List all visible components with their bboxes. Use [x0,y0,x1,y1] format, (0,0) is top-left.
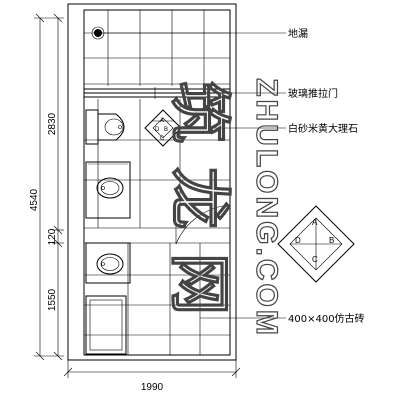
walls [67,3,237,361]
upper-tile-grid [84,10,230,86]
tile-pattern-letter-c: C [312,255,318,264]
dimension-line-bottom [63,360,241,378]
leader-lines [98,32,286,319]
upper-vanity-sink [85,161,131,219]
door-swing [175,204,231,245]
dimension-lower-height: 1550 [47,288,58,311]
small-pattern-letter-b: B [164,127,168,133]
dimension-lines-left [34,13,64,361]
small-pattern-letter-c: C [160,136,165,142]
label-marble: 白砂米黄大理石 [288,122,358,135]
tile-pattern-letter-d: D [295,236,301,245]
small-pattern-letter-d: D [155,127,160,133]
toilet [85,109,125,145]
label-floor-drain: 地漏 [288,27,308,40]
small-pattern-letter-a: A [160,118,164,124]
tile-pattern-letter-b: B [329,236,334,245]
cabinet [85,295,127,355]
small-diamond-pattern [144,109,182,147]
tile-pattern-letter-a: A [312,218,318,227]
label-glass-sliding-door: 玻璃推拉门 [288,87,338,100]
dimension-total-width: 1990 [141,382,164,393]
watermark-vertical-text: ZHULONG.COM [250,78,283,338]
dimension-total-height: 4540 [29,188,40,211]
label-tile: 400×400仿古砖 [288,312,365,325]
large-diamond-tile-pattern [277,205,355,283]
dimension-middle-gap: 120 [47,228,58,245]
watermark-site-name: 筑龙网 [163,81,236,339]
lower-vanity-sink [85,242,131,284]
dimension-upper-height: 2830 [47,112,58,135]
